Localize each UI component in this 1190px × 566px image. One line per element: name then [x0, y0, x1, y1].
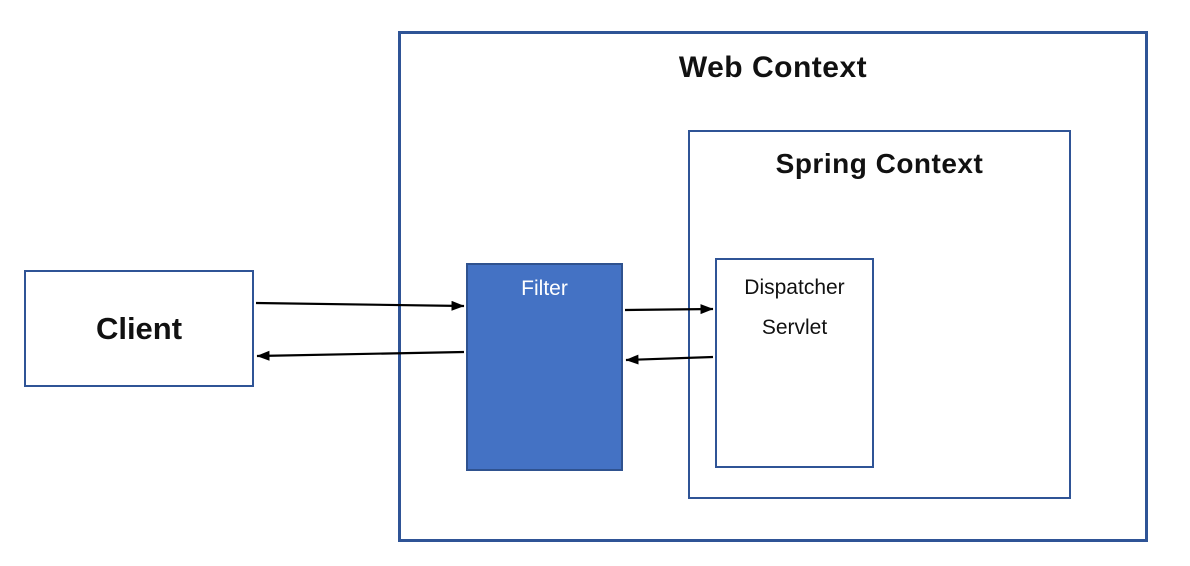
filter-node: Filter	[466, 263, 623, 471]
spring-context-title: Spring Context	[775, 148, 984, 179]
spring-context-box: Spring Context	[688, 130, 1071, 499]
filter-label: Filter	[521, 277, 568, 300]
client-node: Client	[24, 270, 254, 387]
dispatcher-servlet-node: Dispatcher Servlet	[715, 258, 874, 468]
web-context-title: Web Context	[678, 51, 868, 84]
dispatcher-servlet-label: Dispatcher Servlet	[744, 276, 845, 339]
